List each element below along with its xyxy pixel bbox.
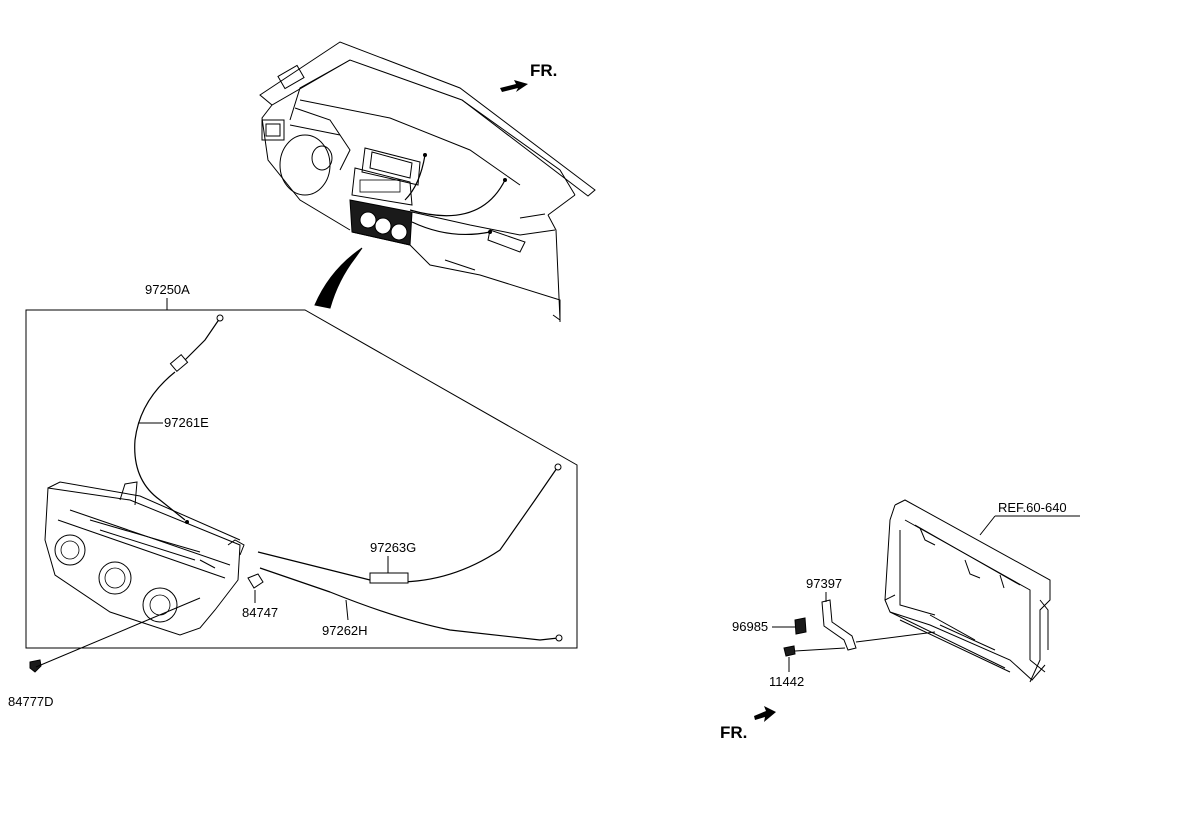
detail-frame: [25, 309, 578, 649]
label-84747: 84747: [242, 605, 278, 620]
label-97262H: 97262H: [322, 623, 368, 638]
label-96985: 96985: [732, 619, 768, 634]
cable-97263G: [257, 463, 562, 584]
label-84777D: 84777D: [8, 694, 54, 709]
label-97250A: 97250A: [145, 282, 190, 297]
front-direction-top: FR.: [500, 61, 557, 92]
front-label-top: FR.: [530, 61, 557, 80]
label-11442: 11442: [769, 674, 804, 689]
bolt-11442: [783, 645, 846, 657]
clip-96985: [794, 617, 807, 635]
label-97261E: 97261E: [164, 415, 209, 430]
cable-97262H: [259, 567, 563, 642]
part-84747: [247, 573, 264, 589]
detail-arrow: [314, 247, 363, 309]
radiator-support-frame: [884, 499, 1051, 683]
label-97263G: 97263G: [370, 540, 416, 555]
screw-84777D: [29, 597, 201, 673]
bracket-97397: [821, 599, 936, 651]
dashboard-illustration: [259, 41, 596, 322]
heater-control-unit: [44, 481, 245, 636]
label-ref-60-640: REF.60-640: [998, 500, 1067, 515]
label-97397: 97397: [806, 576, 842, 591]
front-label-bottom: FR.: [720, 723, 747, 742]
cable-97261E: [134, 314, 224, 524]
front-direction-bottom: FR.: [720, 706, 776, 742]
